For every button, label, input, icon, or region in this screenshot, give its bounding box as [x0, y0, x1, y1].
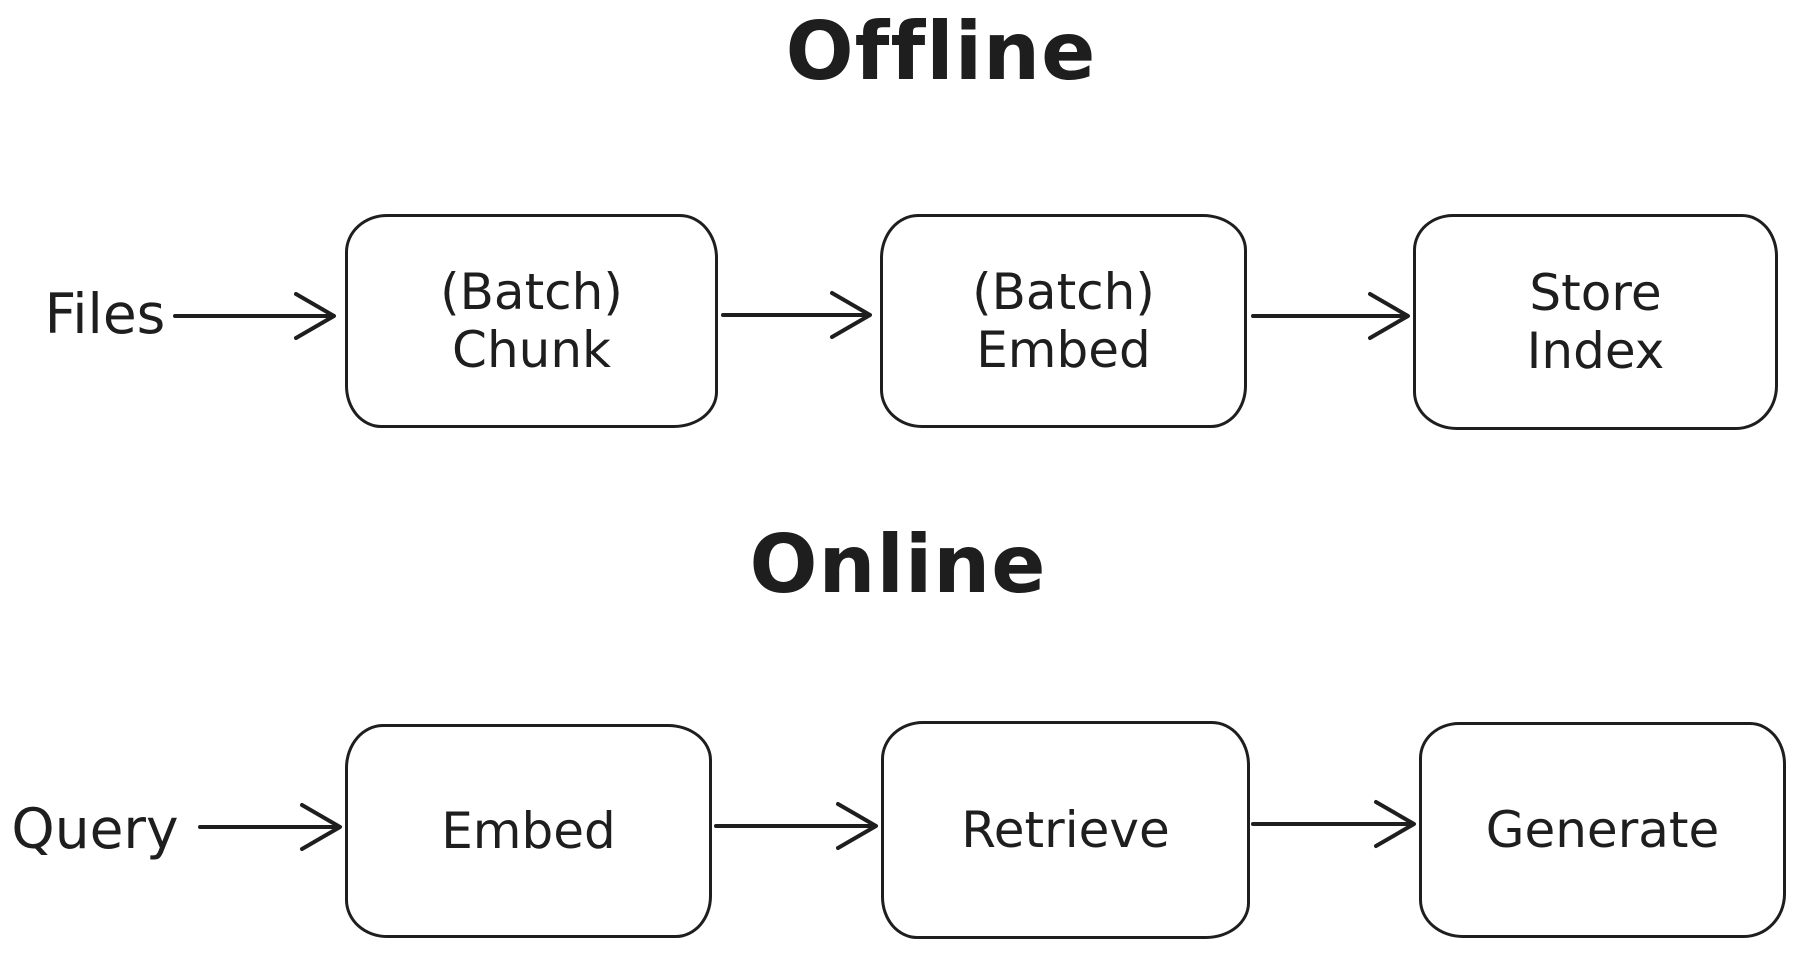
node-label-line: Store	[1529, 264, 1662, 322]
section-title-offline: Offline	[785, 5, 1097, 98]
arrow-embed-to-retrieve	[714, 802, 878, 850]
node-label-line: (Batch)	[972, 263, 1155, 321]
arrow-files-to-batch-chunk	[173, 292, 336, 340]
node-label-line: Generate	[1485, 801, 1720, 859]
node-label-line: Chunk	[452, 321, 611, 379]
input-label-query: Query	[11, 797, 179, 861]
node-generate: Generate	[1419, 722, 1786, 938]
node-label-line: (Batch)	[440, 263, 623, 321]
node-label-line: Index	[1526, 322, 1665, 380]
arrow-retrieve-to-generate	[1251, 800, 1416, 848]
arrow-batch-chunk-to-batch-embed	[721, 291, 872, 339]
node-label-line: Embed	[441, 802, 616, 860]
section-title-online: Online	[749, 518, 1047, 611]
node-store-index: Store Index	[1413, 214, 1778, 430]
node-embed: Embed	[345, 724, 712, 938]
input-label-files: Files	[44, 282, 166, 346]
node-batch-embed: (Batch) Embed	[880, 214, 1247, 428]
node-batch-chunk: (Batch) Chunk	[345, 214, 718, 428]
arrow-query-to-embed	[198, 803, 342, 851]
node-label-line: Embed	[976, 321, 1151, 379]
arrow-batch-embed-to-store-index	[1251, 292, 1410, 340]
node-retrieve: Retrieve	[881, 721, 1250, 939]
node-label-line: Retrieve	[961, 801, 1170, 859]
